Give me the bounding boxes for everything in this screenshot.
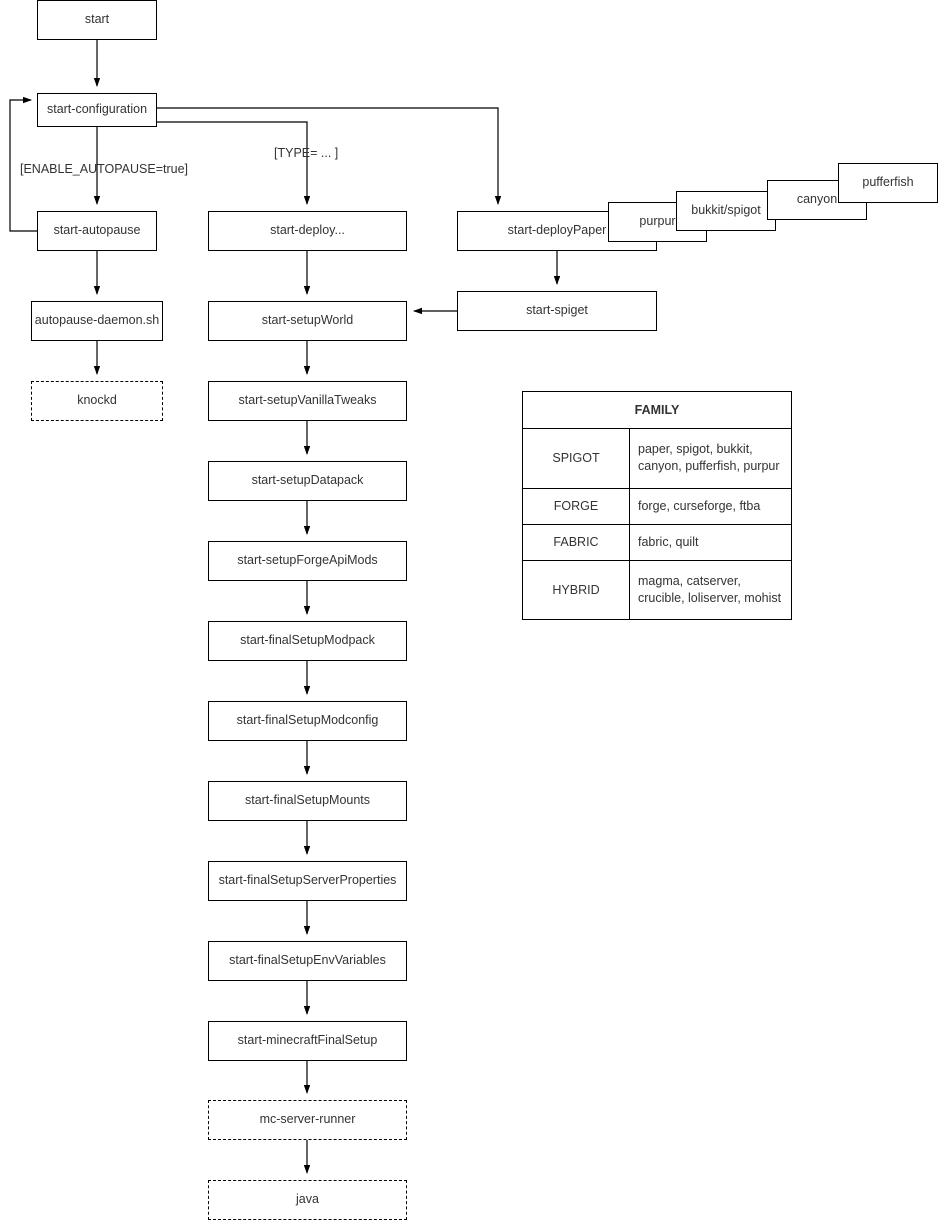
flow-node-label: start-autopause <box>53 223 141 238</box>
flow-node-label: start-deploy... <box>270 223 345 238</box>
flow-node-autopause-daemon[interactable]: autopause-daemon.sh <box>31 301 163 341</box>
edge-label-enable-autopause: [ENABLE_AUTOPAUSE=true] <box>20 162 189 176</box>
flow-node-start-configuration[interactable]: start-configuration <box>37 93 157 127</box>
flow-node-label: start-configuration <box>46 102 148 117</box>
family-name-cell: FABRIC <box>523 523 630 561</box>
flow-node-label: purpur <box>639 214 676 229</box>
flow-node-start-spiget[interactable]: start-spiget <box>457 291 657 331</box>
flow-node-label: start-minecraftFinalSetup <box>237 1033 378 1048</box>
flow-node-label: knockd <box>77 393 117 408</box>
flow-node-label: start-deployPaper <box>507 223 607 238</box>
family-members-cell: fabric, quilt <box>629 523 791 561</box>
flow-node-start-finalSetupModpack[interactable]: start-finalSetupModpack <box>208 621 407 661</box>
flow-node-label: start-finalSetupServerProperties <box>218 873 397 888</box>
flow-node-label: start-setupDatapack <box>251 473 364 488</box>
flow-node-start-setupDatapack[interactable]: start-setupDatapack <box>208 461 407 501</box>
flow-node-label: start-finalSetupMounts <box>244 793 371 808</box>
family-members-cell: magma, catserver, crucible, loliserver, … <box>629 559 791 619</box>
edge-label-type: [TYPE= ... ] <box>274 146 339 160</box>
flow-node-start-deploy[interactable]: start-deploy... <box>208 211 407 251</box>
flow-node-label: start-setupVanillaTweaks <box>238 393 377 408</box>
flow-node-start-setupForgeApiMods[interactable]: start-setupForgeApiMods <box>208 541 407 581</box>
flow-node-pufferfish[interactable]: pufferfish <box>838 163 938 203</box>
flow-node-start-finalSetupServerProperties[interactable]: start-finalSetupServerProperties <box>208 861 407 901</box>
family-name-cell: HYBRID <box>523 559 630 619</box>
flow-node-start-finalSetupEnvVariables[interactable]: start-finalSetupEnvVariables <box>208 941 407 981</box>
flow-node-label: mc-server-runner <box>259 1112 356 1127</box>
flow-node-label: start-spiget <box>526 303 588 318</box>
flow-node-label: start-setupWorld <box>261 313 354 328</box>
flow-node-label: bukkit/spigot <box>691 203 761 218</box>
flow-node-label: java <box>296 1192 319 1207</box>
flow-node-start-setupVanillaTweaks[interactable]: start-setupVanillaTweaks <box>208 381 407 421</box>
flow-node-label: pufferfish <box>862 175 914 190</box>
flow-node-label: start-finalSetupModpack <box>240 633 375 648</box>
flow-node-start[interactable]: start <box>37 0 157 40</box>
family-legend-title: FAMILY <box>523 392 791 429</box>
flow-node-label: start-finalSetupModconfig <box>236 713 379 728</box>
flow-node-start-finalSetupModconfig[interactable]: start-finalSetupModconfig <box>208 701 407 741</box>
flow-node-label: canyon <box>796 192 838 207</box>
flow-node-label: autopause-daemon.sh <box>34 313 160 328</box>
flow-node-label: start-finalSetupEnvVariables <box>229 953 386 968</box>
flow-node-start-setupWorld[interactable]: start-setupWorld <box>208 301 407 341</box>
flow-node-java[interactable]: java <box>208 1180 407 1220</box>
flow-node-label: start-setupForgeApiMods <box>237 553 378 568</box>
flow-node-start-autopause[interactable]: start-autopause <box>37 211 157 251</box>
family-legend-header-row: FAMILY <box>523 392 791 429</box>
flow-node-knockd[interactable]: knockd <box>31 381 163 421</box>
family-members-cell: paper, spigot, bukkit, canyon, pufferfis… <box>629 428 791 489</box>
flow-node-bukkit-spigot[interactable]: bukkit/spigot <box>676 191 776 231</box>
flow-node-start-minecraftFinalSetup[interactable]: start-minecraftFinalSetup <box>208 1021 407 1061</box>
flow-node-start-finalSetupMounts[interactable]: start-finalSetupMounts <box>208 781 407 821</box>
flow-node-mc-server-runner[interactable]: mc-server-runner <box>208 1100 407 1140</box>
family-members-cell: forge, curseforge, ftba <box>629 487 791 525</box>
flow-node-label: start <box>84 12 110 27</box>
family-name-cell: FORGE <box>523 487 630 525</box>
family-name-cell: SPIGOT <box>523 428 630 489</box>
